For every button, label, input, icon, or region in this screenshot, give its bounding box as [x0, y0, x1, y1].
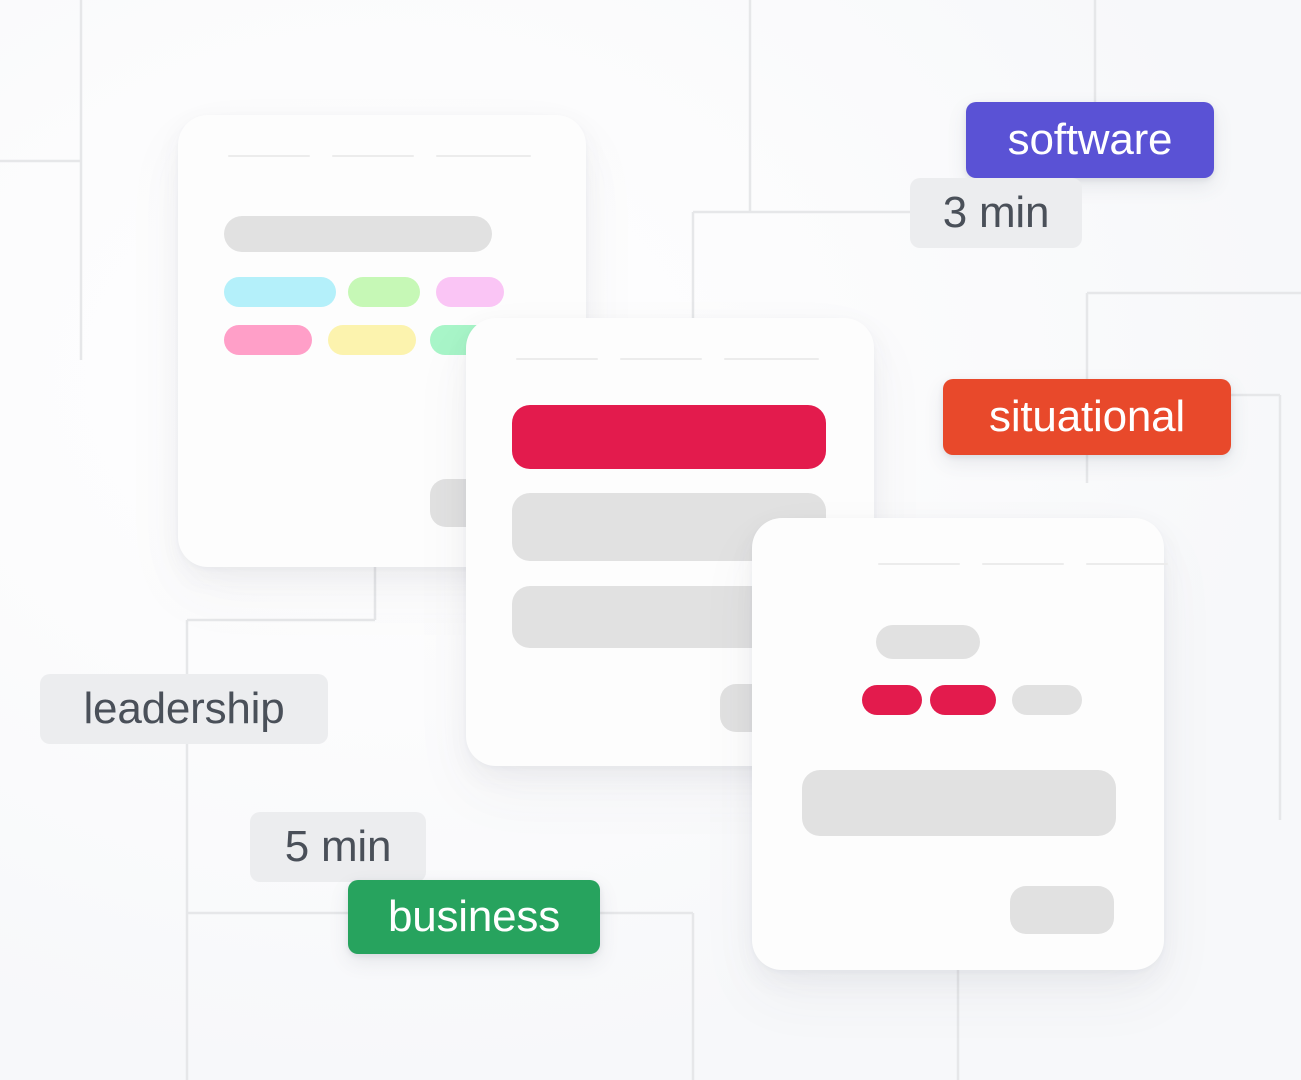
card-results[interactable] — [752, 518, 1168, 970]
tag-label: 5 min — [284, 822, 392, 871]
pill-cyan[interactable] — [224, 277, 336, 307]
header-dash — [228, 155, 310, 157]
pill-yellow[interactable] — [328, 325, 416, 355]
wide-bar — [802, 770, 1116, 836]
header-dash — [332, 155, 414, 157]
pill-crimson-1[interactable] — [862, 685, 922, 715]
pill-lime[interactable] — [348, 277, 420, 307]
tag-leadership[interactable]: leadership — [40, 674, 328, 744]
tag-label: 3 min — [942, 188, 1050, 237]
footer-btn[interactable] — [1010, 886, 1114, 934]
header-dash — [436, 155, 531, 157]
tag-three-min[interactable]: 3 min — [910, 178, 1082, 248]
title-bar — [224, 216, 492, 252]
header-dash — [724, 358, 819, 360]
tag-label: business — [387, 892, 561, 941]
pill-pink[interactable] — [224, 325, 312, 355]
header-dash — [982, 563, 1064, 565]
tag-business[interactable]: business — [348, 880, 600, 954]
pill-magenta[interactable] — [436, 277, 504, 307]
header-dash — [878, 563, 960, 565]
header-dash — [1086, 563, 1168, 565]
short-bar — [876, 625, 980, 659]
header-dash — [620, 358, 702, 360]
tag-five-min[interactable]: 5 min — [250, 812, 426, 882]
card-results-inner — [752, 518, 1168, 970]
pill-gray[interactable] — [1012, 685, 1082, 715]
pill-crimson-2[interactable] — [930, 685, 996, 715]
tag-label: leadership — [83, 684, 285, 733]
highlight-bar — [512, 405, 826, 469]
tag-label: situational — [989, 392, 1185, 441]
tag-situational[interactable]: situational — [943, 379, 1231, 455]
tag-label: software — [1007, 115, 1173, 164]
tag-software[interactable]: software — [966, 102, 1214, 178]
header-dash — [516, 358, 598, 360]
